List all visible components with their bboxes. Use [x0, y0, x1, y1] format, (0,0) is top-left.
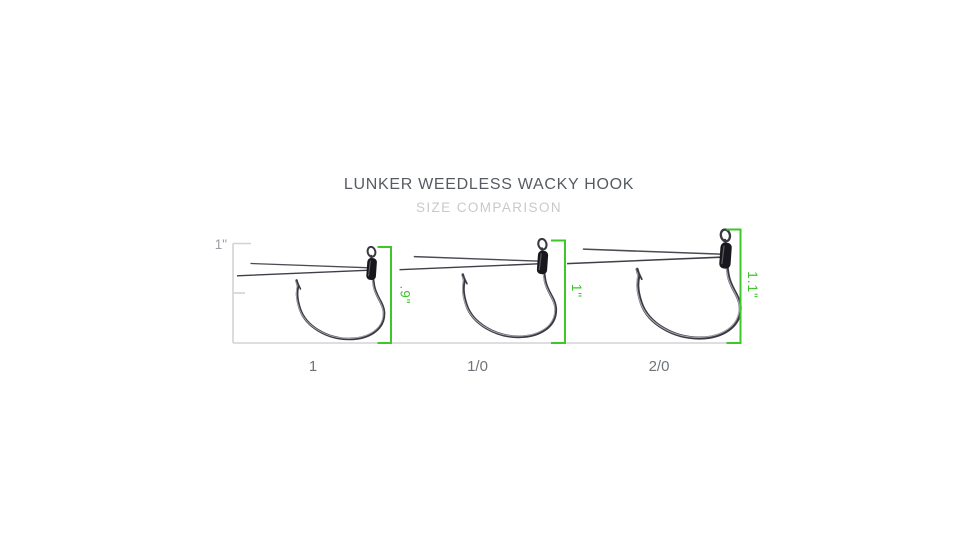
measurement-label-size-2-0: 1.1": [745, 271, 760, 299]
page-title: LUNKER WEEDLESS WACKY HOOK: [343, 176, 635, 193]
hook-photo-size-1-0: [399, 238, 558, 339]
page-subtitle: SIZE COMPARISON: [415, 200, 562, 215]
ruler: 1": [215, 237, 251, 343]
size-name-1-0: 1/0: [467, 358, 488, 375]
measurement-label-size-1-0: 1": [569, 284, 584, 298]
measurement-label-size-1: .9": [398, 285, 413, 304]
measure-bracket-size-1-0: [551, 239, 566, 344]
hook-photo-size-1: [237, 246, 386, 341]
size-name-2-0: 2/0: [649, 358, 670, 375]
ruler-scale-label: 1": [215, 237, 228, 252]
measure-bracket-size-2-0: [726, 228, 742, 344]
hook-photo-size-2-0: [567, 228, 742, 340]
size-name-1: 1: [309, 358, 317, 375]
measure-bracket-size-1: [377, 246, 392, 344]
